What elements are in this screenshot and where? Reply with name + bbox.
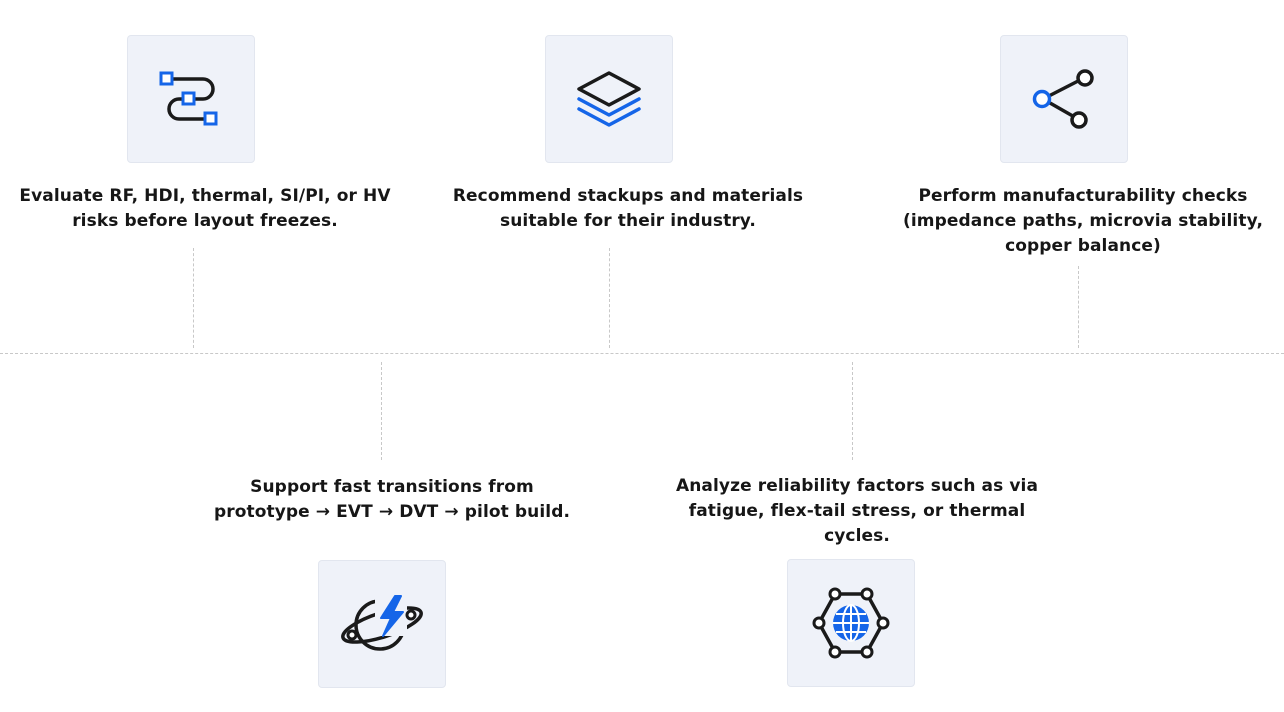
routing-path-icon	[159, 67, 223, 131]
feature-caption-3-line-2: (impedance paths, microvia stability,	[902, 211, 1264, 231]
connector-line-1	[193, 248, 194, 348]
feature-icon-card-5	[787, 559, 915, 687]
feature-caption-1-line-2: risks before layout freezes.	[72, 211, 338, 231]
connector-line-5	[852, 362, 853, 460]
connector-line-2	[609, 248, 610, 348]
orbit-lightning-icon	[337, 592, 427, 656]
feature-caption-1-line-1: Evaluate RF, HDI, thermal, SI/PI, or HV	[19, 186, 391, 206]
timeline-divider	[0, 353, 1284, 354]
feature-caption-2-line-1: Recommend stackups and materials	[452, 186, 804, 206]
connector-line-4	[381, 362, 382, 460]
feature-caption-5-line-3: cycles.	[824, 526, 890, 546]
layer-stack-icon	[574, 67, 644, 131]
feature-caption-1: Evaluate RF, HDI, thermal, SI/PI, or HV …	[13, 184, 397, 234]
feature-caption-2-line-2: suitable for their industry.	[500, 211, 756, 231]
feature-caption-3-line-1: Perform manufacturability checks	[918, 186, 1248, 206]
feature-caption-4: Support fast transitions from prototype …	[196, 475, 588, 525]
feature-caption-3-line-3: copper balance)	[1005, 236, 1161, 256]
feature-caption-4-line-1: Support fast transitions from	[250, 477, 534, 497]
feature-caption-5: Analyze reliability factors such as via …	[662, 474, 1052, 549]
feature-icon-card-2	[545, 35, 673, 163]
feature-icon-card-1	[127, 35, 255, 163]
feature-caption-5-line-2: fatigue, flex-tail stress, or thermal	[688, 501, 1026, 521]
feature-caption-4-line-2: prototype → EVT → DVT → pilot build.	[213, 502, 571, 522]
share-nodes-icon	[1032, 67, 1096, 131]
feature-icon-card-4	[318, 560, 446, 688]
feature-caption-3: Perform manufacturability checks (impeda…	[893, 184, 1273, 259]
feature-icon-card-3	[1000, 35, 1128, 163]
globe-network-icon	[811, 587, 891, 659]
connector-line-3	[1078, 266, 1079, 348]
feature-caption-2: Recommend stackups and materials suitabl…	[428, 184, 828, 234]
feature-caption-5-line-1: Analyze reliability factors such as via	[675, 476, 1039, 496]
